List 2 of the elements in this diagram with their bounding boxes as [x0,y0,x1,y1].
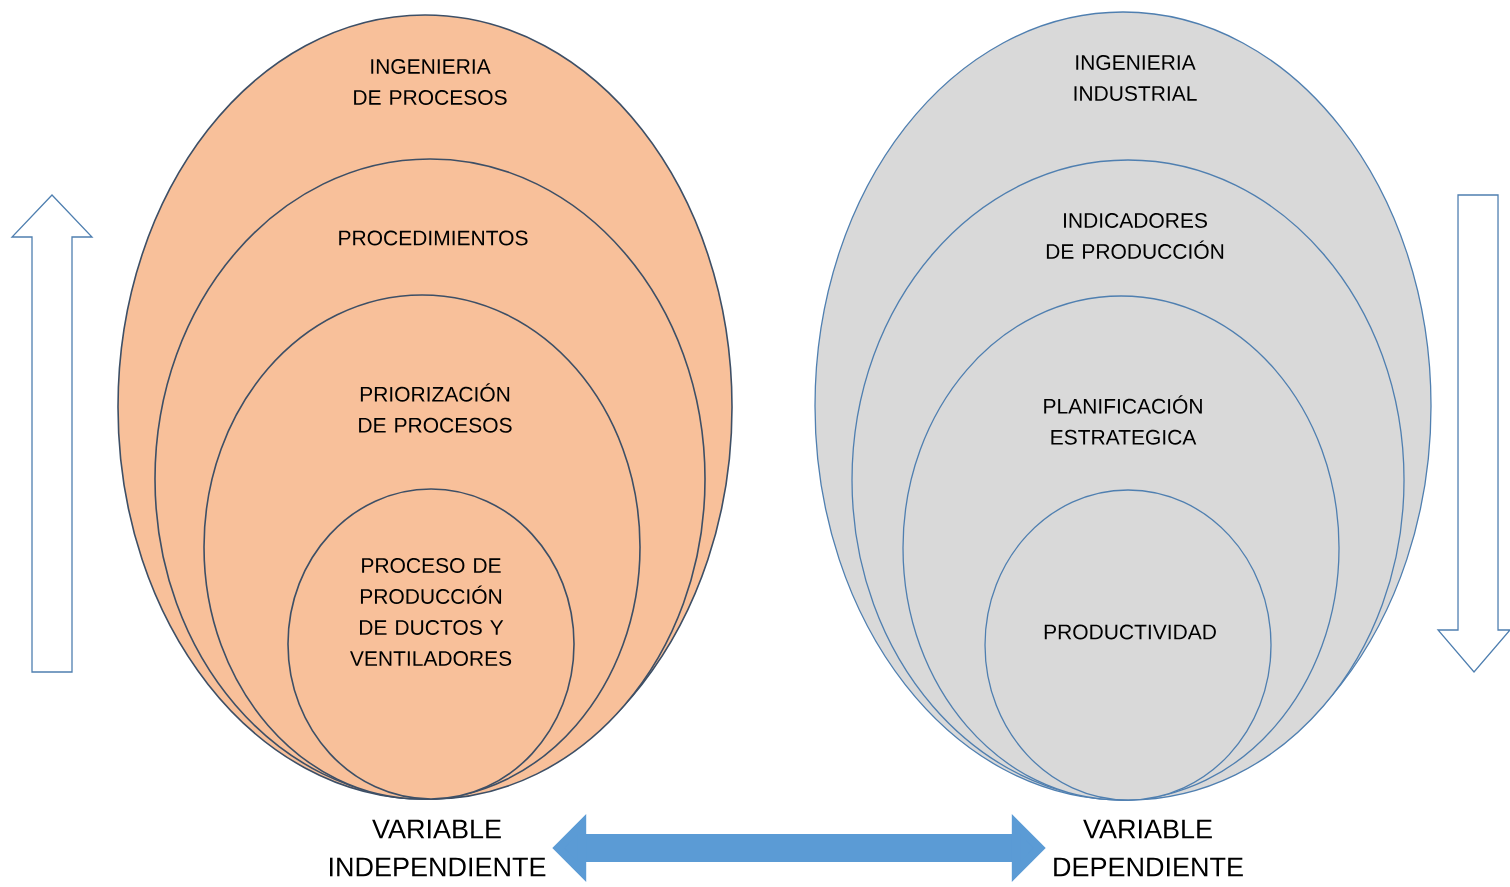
variable-label: VARIABLE INDEPENDIENTE [330,819,546,877]
variable-label: VARIABLE DEPENDIENTE [1054,819,1243,877]
